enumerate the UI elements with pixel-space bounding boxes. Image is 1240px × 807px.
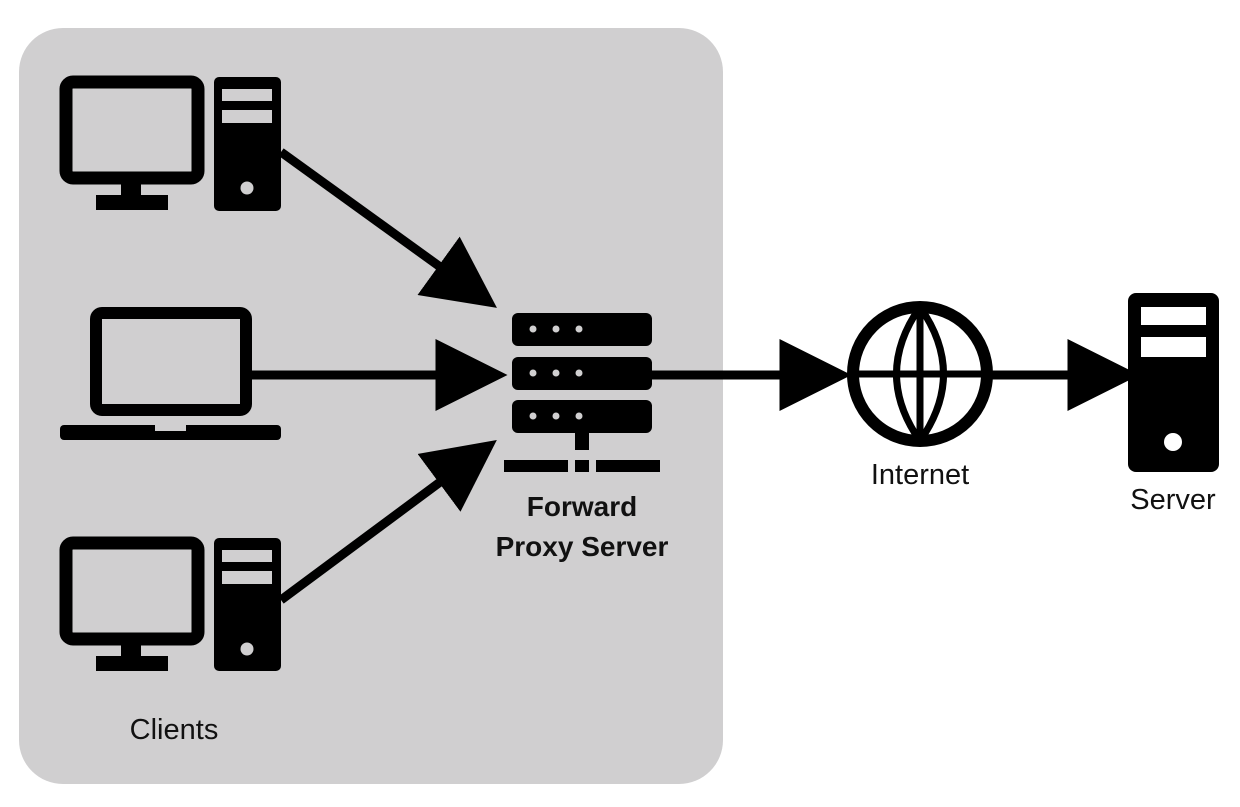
arrow-desktop-bottom-to-proxy xyxy=(278,439,497,604)
server-tower-icon xyxy=(1128,293,1219,472)
server-label: Server xyxy=(1130,484,1216,516)
internet-label: Internet xyxy=(870,459,970,491)
globe-icon xyxy=(847,301,993,447)
proxy-server-label: Forward Proxy Server xyxy=(452,487,712,567)
server-rack-icon xyxy=(504,313,660,472)
proxy-label-line1: Forward xyxy=(526,491,638,522)
clients-label: Clients xyxy=(129,714,219,746)
proxy-label-line2: Proxy Server xyxy=(495,531,669,562)
desktop-computer-icon xyxy=(59,536,281,671)
arrow-desktop-top-to-proxy xyxy=(278,148,497,308)
laptop-icon xyxy=(60,307,281,440)
desktop-computer-icon xyxy=(59,75,281,211)
